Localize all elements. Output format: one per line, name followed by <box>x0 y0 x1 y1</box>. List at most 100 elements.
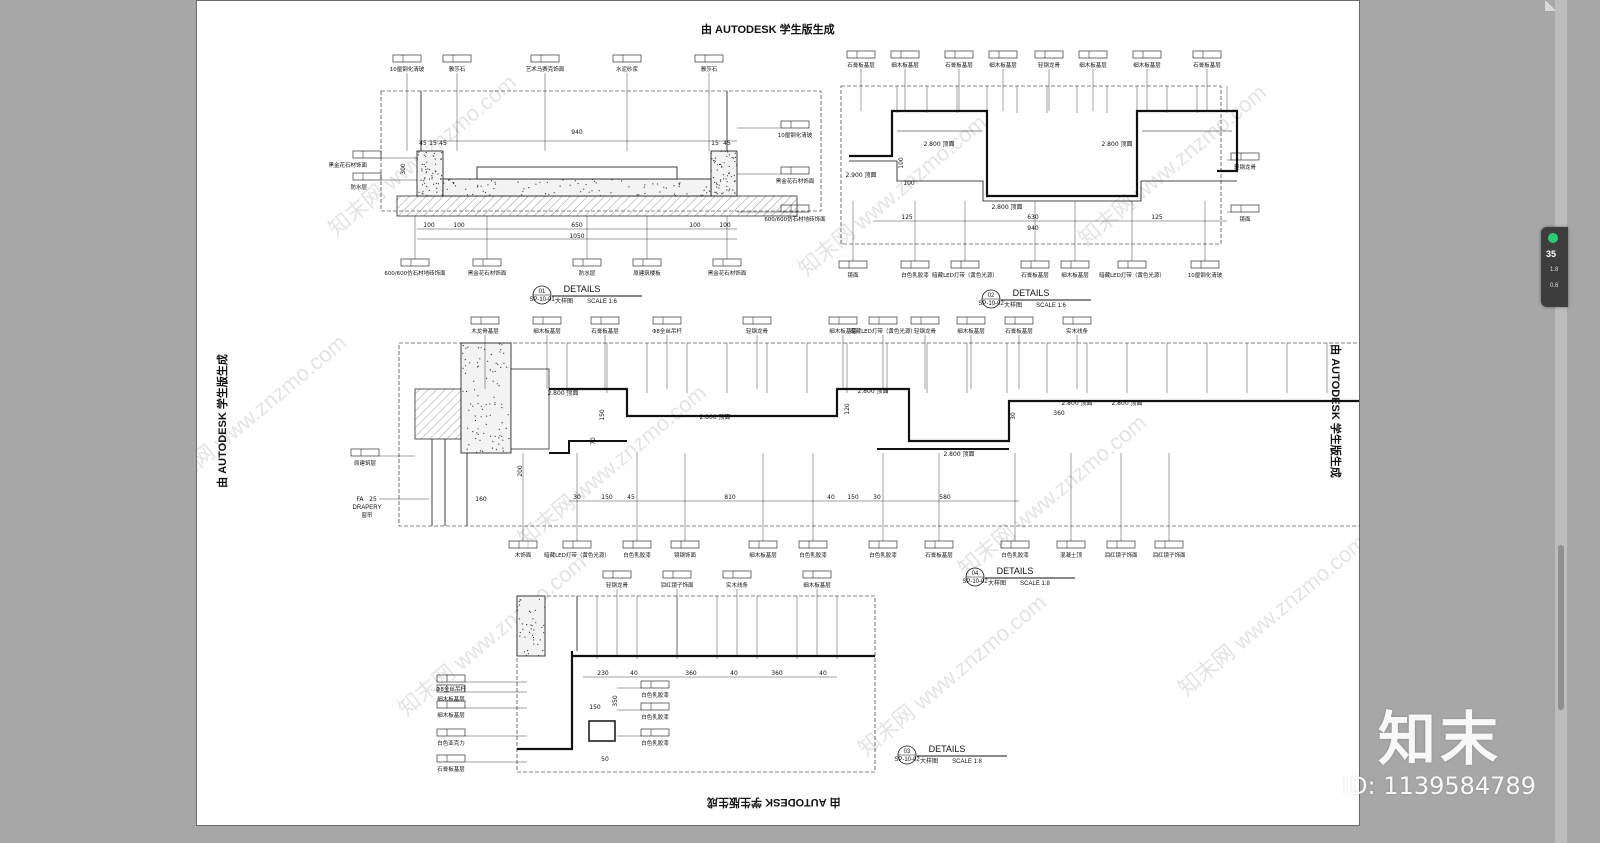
speckle-dot <box>717 164 719 166</box>
speckle-dot <box>501 422 503 424</box>
d2-callout-top: 细木板基层 <box>1133 61 1161 69</box>
autodesk-stamp-right: 由 AUTODESK 学生版生成 <box>1328 344 1341 478</box>
speckle-dot <box>502 439 504 441</box>
speckle-dot <box>440 178 442 180</box>
speckle-dot <box>663 186 665 188</box>
d2-callout-bottom: 细木板基层 <box>1061 271 1089 279</box>
speckle-dot <box>432 172 434 174</box>
speckle-dot <box>721 193 723 195</box>
d3-dim-vert: 350 <box>612 695 619 707</box>
tag-box <box>1230 152 1260 161</box>
speckle-dot <box>427 168 429 170</box>
watermark-text: 知末网 www.znzmo.com <box>1173 529 1359 701</box>
speckle-dot <box>726 181 728 183</box>
d2-callout-top: 轻钢龙骨 <box>1038 61 1061 69</box>
speckle-dot <box>501 403 503 405</box>
speckle-dot <box>532 634 534 636</box>
d4-callout-bottom: 泪红镜子饰面 <box>1104 551 1138 559</box>
speckle-dot <box>421 163 423 165</box>
tag-box <box>988 50 1018 59</box>
speckle-dot <box>716 183 718 186</box>
speckle-dot <box>470 403 472 405</box>
speckle-dot <box>673 185 675 187</box>
speckle-dot <box>437 183 439 185</box>
d1-left-stone <box>416 150 444 197</box>
d2-dim: 125 <box>901 214 913 221</box>
d4-dim-vert: 200 <box>517 465 524 477</box>
d4-callout-bottom: 木饰面 <box>515 551 532 559</box>
speckle-dot <box>425 155 427 157</box>
d3-callout-top: 实木线条 <box>726 581 749 589</box>
speckle-dot <box>474 389 476 391</box>
tag-box <box>798 540 828 549</box>
d4-callout-bottom: 白色乳胶漆 <box>1001 551 1029 559</box>
d4-callout-bottom: 白色乳胶漆 <box>799 551 827 559</box>
speckle-dot <box>505 427 507 429</box>
d4-level: 2.800 顶面 <box>1061 400 1092 407</box>
tag-box <box>662 570 692 579</box>
speckle-dot <box>494 181 496 183</box>
scrollbar-thumb[interactable] <box>1558 545 1564 710</box>
speckle-dot <box>426 186 428 188</box>
speckle-dot <box>736 164 738 166</box>
speckle-dot <box>462 390 464 392</box>
speckle-dot <box>713 162 715 164</box>
d3-dim: 40 <box>819 670 827 677</box>
speckle-dot <box>577 182 579 185</box>
vertical-scrollbar[interactable] <box>1555 0 1567 843</box>
speckle-dot <box>477 428 479 430</box>
d1-callout-bottom: 黑金花石材饰面 <box>708 269 747 277</box>
speckle-dot <box>466 448 468 450</box>
speckle-dot <box>424 182 426 184</box>
speckle-dot <box>715 182 718 184</box>
speckle-dot <box>494 370 496 372</box>
speckle-dot <box>433 152 435 154</box>
tag-box <box>742 316 772 325</box>
speckle-dot <box>600 195 602 197</box>
d2-ceiling-profile <box>849 109 1239 198</box>
speckle-dot <box>495 448 497 451</box>
speckle-dot <box>418 191 420 193</box>
d4-callout-bottom: 暗藏LED灯带（黄色光源） <box>544 551 610 559</box>
d4-callout-top: 细木板基层 <box>957 327 985 335</box>
speckle-dot <box>477 402 479 405</box>
speckle-dot <box>464 372 467 374</box>
speckle-dot <box>487 184 489 186</box>
speckle-dot <box>544 606 546 608</box>
speckle-dot <box>501 435 503 437</box>
d1-callout-right: 10厘钢化清玻 <box>778 131 813 139</box>
speckle-dot <box>497 363 499 365</box>
tag-box <box>748 540 778 549</box>
speckle-dot <box>421 184 424 186</box>
speckle-dot <box>535 622 537 624</box>
speckle-dot <box>468 444 470 446</box>
speckle-dot <box>469 362 471 364</box>
speckle-dot <box>468 409 470 411</box>
speckle-dot <box>644 184 646 186</box>
speckle-dot <box>537 643 539 645</box>
detail-02-title-name: 大样图 <box>1004 301 1022 309</box>
speckle-dot <box>421 192 423 194</box>
speckle-dot <box>715 191 717 193</box>
speckle-dot <box>507 414 509 416</box>
speckle-dot <box>496 383 498 385</box>
d3-dim: 360 <box>771 670 783 677</box>
speckle-dot <box>533 629 535 631</box>
autodesk-stamp-left: 由 AUTODESK 学生版生成 <box>216 354 229 488</box>
speckle-dot <box>714 181 716 183</box>
tag-box <box>400 258 430 267</box>
speckle-dot <box>714 157 716 159</box>
speckle-dot <box>416 150 418 152</box>
d4-dim: 45 <box>627 494 635 501</box>
speed-widget[interactable]: 35 1.8 0.6 <box>1541 227 1568 307</box>
d2-callout-top: 细木板基层 <box>989 61 1017 69</box>
speckle-dot <box>516 606 518 608</box>
speckle-dot <box>729 188 731 190</box>
speckle-dot <box>485 423 487 425</box>
speckle-dot <box>416 171 418 173</box>
speckle-dot <box>734 180 736 182</box>
speckle-dot <box>714 191 716 193</box>
d2-callout-bottom: 镜面 <box>847 271 859 279</box>
tag-box <box>1106 540 1136 549</box>
